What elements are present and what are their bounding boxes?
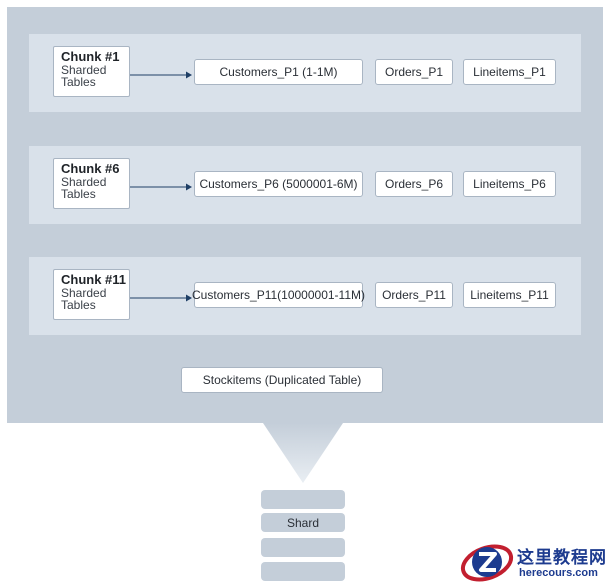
watermark-site-name: 这里教程网	[517, 548, 607, 568]
chunk-subtitle-line1: Sharded	[61, 63, 107, 77]
chunk-subtitle-line1: Sharded	[61, 175, 107, 189]
arrow-right-icon	[130, 294, 192, 302]
watermark: 这里教程网 herecours.com	[459, 540, 607, 585]
orders-partition-box: Orders_P1	[375, 59, 453, 85]
lineitems-partition-box: Lineitems_P11	[463, 282, 556, 308]
chunk-subtitle-line2: Tables	[61, 187, 96, 201]
orders-partition-box: Orders_P11	[375, 282, 453, 308]
chunk-label-box: Chunk #11 Sharded Tables	[53, 269, 130, 320]
lineitems-partition-box: Lineitems_P6	[463, 171, 556, 197]
arrow-right-icon	[130, 183, 192, 191]
shard-disk	[261, 562, 345, 581]
customers-partition-box: Customers_P11(10000001-11M)	[192, 282, 365, 308]
duplicated-table-box: Stockitems (Duplicated Table)	[181, 367, 383, 393]
watermark-url: herecours.com	[519, 567, 598, 579]
customers-partition-box: Customers_P6 (5000001-6M)	[194, 171, 363, 197]
watermark-logo-icon	[460, 544, 514, 582]
chunk-subtitle-line2: Tables	[61, 75, 96, 89]
chunk-band-1: Chunk #1 Sharded Tables Customers_P1 (1-…	[29, 34, 581, 112]
chunk-band-11: Chunk #11 Sharded Tables Customers_P11(1…	[29, 257, 581, 335]
orders-partition-box: Orders_P6	[375, 171, 453, 197]
shard-disk	[261, 538, 345, 557]
lineitems-partition-box: Lineitems_P1	[463, 59, 556, 85]
chunk-title: Chunk #1	[61, 49, 120, 64]
chunk-title: Chunk #11	[61, 272, 127, 287]
chunk-label-box: Chunk #6 Sharded Tables	[53, 158, 130, 209]
shard-disk	[261, 513, 345, 532]
funnel-connector-icon	[263, 423, 343, 483]
chunk-band-6: Chunk #6 Sharded Tables Customers_P6 (50…	[29, 146, 581, 224]
chunk-label-box: Chunk #1 Sharded Tables	[53, 46, 130, 97]
customers-partition-box: Customers_P1 (1-1M)	[194, 59, 363, 85]
chunk-title: Chunk #6	[61, 161, 120, 176]
shard-label: Shard	[286, 515, 320, 530]
chunk-subtitle-line1: Sharded	[61, 286, 107, 300]
arrow-right-icon	[130, 71, 192, 79]
chunk-subtitle-line2: Tables	[61, 298, 96, 312]
shard-disk	[261, 490, 345, 509]
